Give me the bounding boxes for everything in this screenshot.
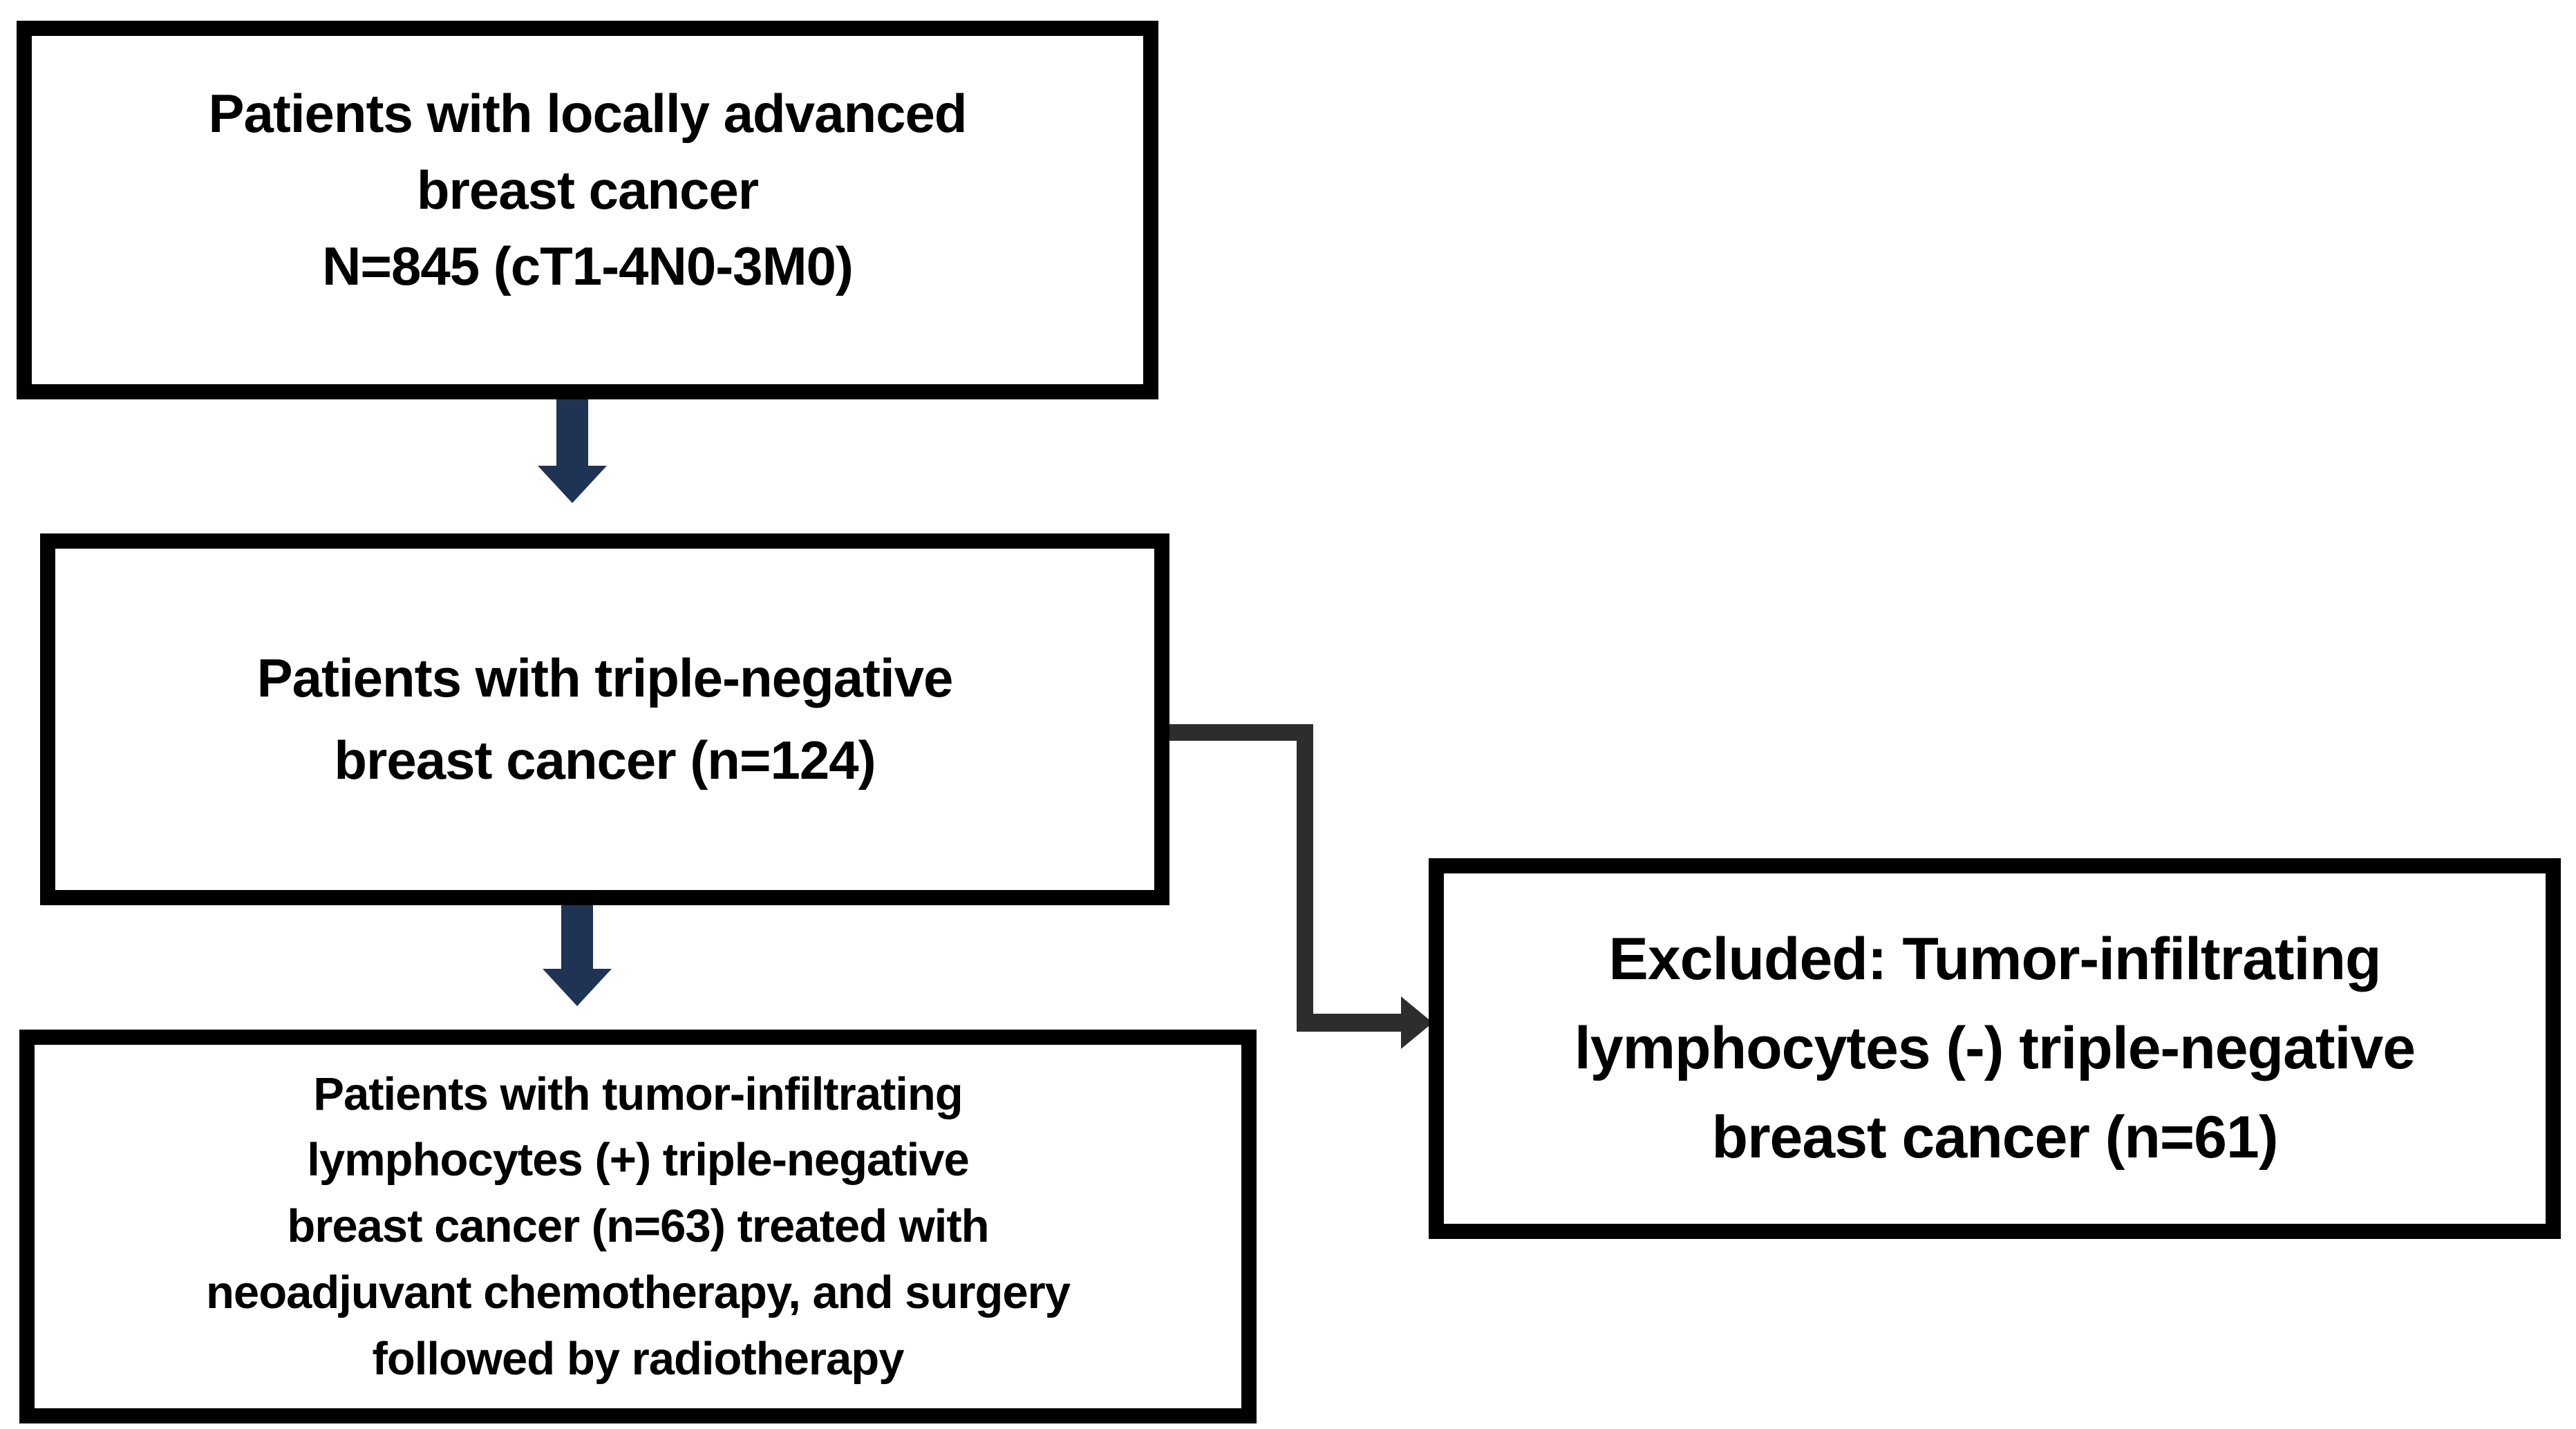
flow-box-enrolled-patients: Patients with locally advanced breast ca… [17,21,1158,399]
elbow-connector-segment [1297,1014,1404,1032]
down-arrow-icon [543,905,612,1006]
flow-box-text-line: neoadjuvant chemotherapy, and surgery [206,1266,1071,1318]
flow-box-text-line: N=845 (cT1-4N0-3M0) [322,236,854,297]
flow-box-text-line: Excluded: Tumor-infiltrating [1608,926,2381,992]
elbow-connector-segment [1169,724,1313,741]
flow-box-text-line: lymphocytes (-) triple-negative [1574,1015,2416,1081]
flow-box-text-line: breast cancer (n=63) treated with [287,1200,989,1253]
flow-box-text-line: Patients with triple-negative [256,647,954,709]
elbow-connector-segment [1297,724,1313,1032]
flow-box-text-line: Patients with tumor-infiltrating [313,1068,963,1120]
flow-box-text-line: Patients with locally advanced [208,82,967,144]
flow-box-text-line: lymphocytes (+) triple-negative [307,1134,970,1186]
flow-box-text-line: breast cancer [416,159,759,220]
flow-box-excluded-patients: Excluded: Tumor-infiltrating lymphocytes… [1429,858,2561,1239]
down-arrow-head [543,969,612,1006]
flow-box-text-line: breast cancer (n=124) [334,730,876,791]
flow-box-text-line: breast cancer (n=61) [1711,1104,2279,1171]
down-arrow-stem [556,399,588,466]
down-arrow-head [538,466,607,503]
flow-box-til-positive-patients: Patients with tumor-infiltrating lymphoc… [19,1030,1257,1423]
down-arrow-icon [538,399,607,503]
flow-box-tnbc-patients: Patients with triple-negative breast can… [40,533,1169,905]
right-arrowhead-icon [1401,996,1433,1049]
flow-box-text-line: followed by radiotherapy [372,1332,905,1385]
down-arrow-stem [561,905,593,969]
